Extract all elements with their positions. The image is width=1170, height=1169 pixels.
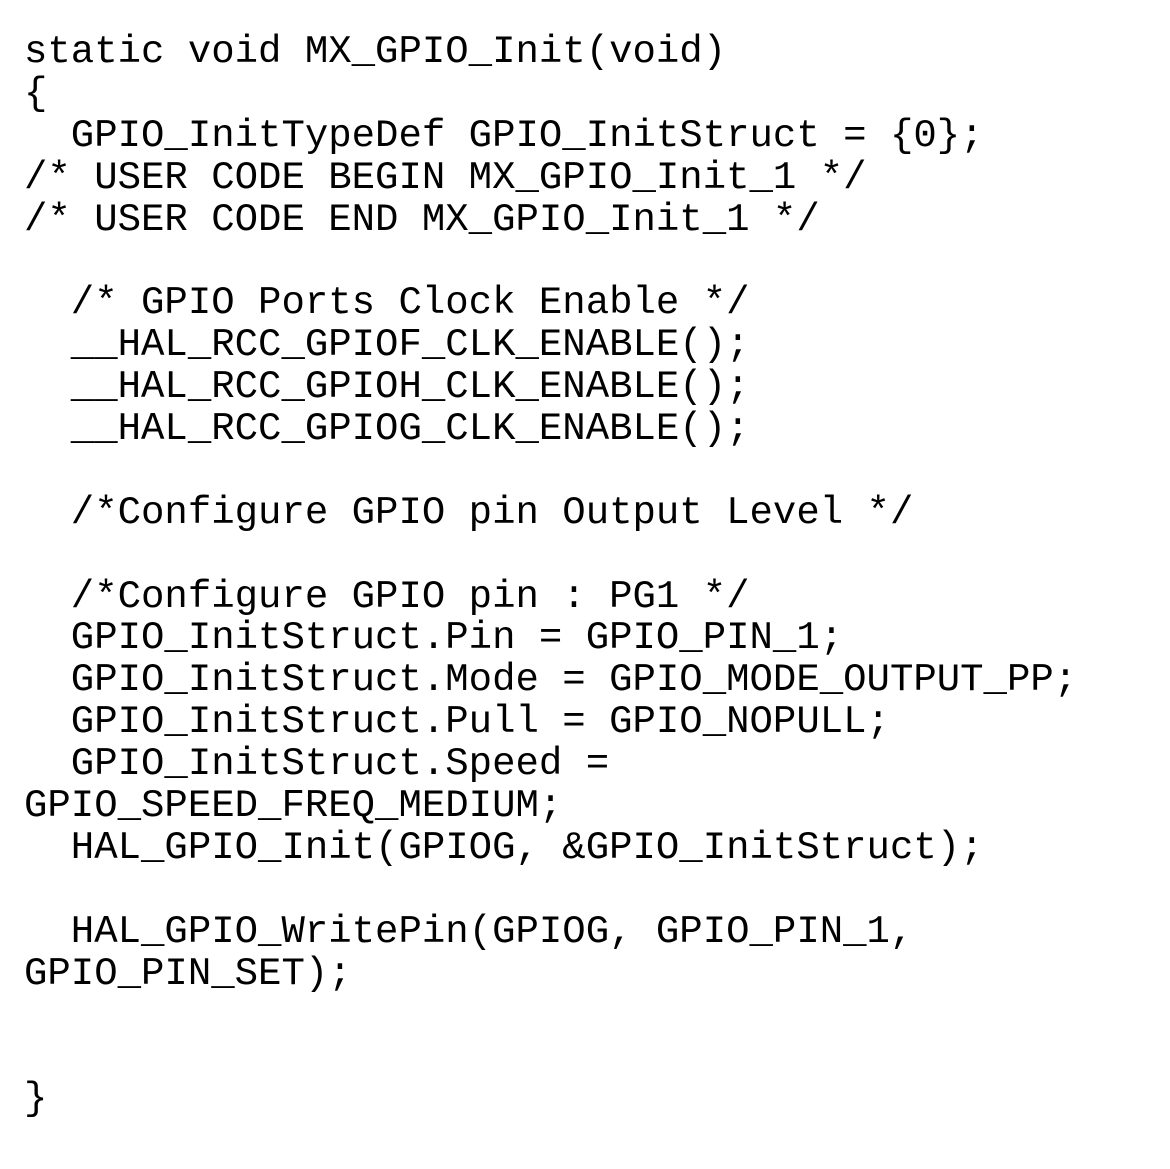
code-line: /*Configure GPIO pin : PG1 */ — [24, 574, 750, 619]
code-line: __HAL_RCC_GPIOG_CLK_ENABLE(); — [24, 407, 750, 452]
code-line: /*Configure GPIO pin Output Level */ — [24, 490, 914, 535]
code-line: /* USER CODE BEGIN MX_GPIO_Init_1 */ — [24, 155, 867, 200]
code-line: __HAL_RCC_GPIOF_CLK_ENABLE(); — [24, 323, 750, 368]
code-line: GPIO_PIN_SET); — [24, 951, 352, 996]
code-line: { — [24, 71, 48, 116]
code-line: GPIO_InitTypeDef GPIO_InitStruct = {0}; — [24, 113, 984, 158]
code-line: } — [24, 1077, 48, 1122]
code-line — [24, 995, 1164, 1037]
code-line — [24, 1037, 1164, 1079]
code-line: HAL_GPIO_WritePin(GPIOG, GPIO_PIN_1, — [24, 909, 914, 954]
code-line: GPIO_SPEED_FREQ_MEDIUM; — [24, 784, 563, 829]
code-line — [24, 241, 1164, 283]
code-line: GPIO_InitStruct.Pin = GPIO_PIN_1; — [24, 616, 844, 661]
code-line: /* USER CODE END MX_GPIO_Init_1 */ — [24, 197, 820, 242]
code-line — [24, 870, 1164, 912]
code-line: GPIO_InitStruct.Mode = GPIO_MODE_OUTPUT_… — [24, 658, 1078, 703]
code-line: static void MX_GPIO_Init(void) — [24, 30, 727, 74]
code-line: GPIO_InitStruct.Pull = GPIO_NOPULL; — [24, 700, 890, 745]
code-line: HAL_GPIO_Init(GPIOG, &GPIO_InitStruct); — [24, 825, 984, 870]
code-line: GPIO_InitStruct.Speed = — [24, 742, 610, 787]
code-line: __HAL_RCC_GPIOH_CLK_ENABLE(); — [24, 365, 750, 410]
code-line: /* GPIO Ports Clock Enable */ — [24, 281, 750, 326]
code-line — [24, 451, 1164, 493]
code-line — [24, 535, 1164, 577]
code-block: static void MX_GPIO_Init(void) { GPIO_In… — [24, 30, 1164, 1122]
